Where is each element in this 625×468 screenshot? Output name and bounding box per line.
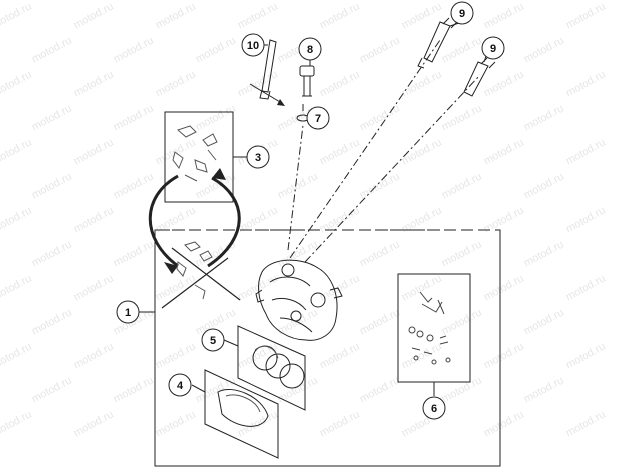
kit-6-contents xyxy=(408,291,451,365)
callout-9b-label: 9 xyxy=(490,43,496,55)
callout-9a-label: 9 xyxy=(459,8,465,20)
callouts: 1 3 4 5 6 7 8 9 9 10 xyxy=(116,1,505,420)
callout-10-label: 10 xyxy=(247,40,259,52)
inset-box-3 xyxy=(164,111,234,203)
bleeder-valve-8 xyxy=(299,65,315,97)
caliper-body xyxy=(255,259,343,341)
callout-6: 6 xyxy=(422,396,446,420)
callout-7-label: 7 xyxy=(315,113,321,125)
inset-3-drawing xyxy=(172,125,218,182)
callout-5-label: 5 xyxy=(210,335,216,347)
callout-6-label: 6 xyxy=(431,403,437,415)
callout-3: 3 xyxy=(246,145,270,169)
kit-box-6 xyxy=(397,273,471,383)
callout-1: 1 xyxy=(116,300,140,324)
callout-8: 8 xyxy=(298,37,322,61)
callout-1-label: 1 xyxy=(125,307,131,319)
callout-4: 4 xyxy=(168,373,192,397)
callout-9a: 9 xyxy=(450,1,474,25)
callout-4-label: 4 xyxy=(177,380,184,392)
callout-7: 7 xyxy=(306,106,330,130)
callout-9b: 9 xyxy=(481,36,505,60)
pads-set-4 xyxy=(204,369,279,459)
callout-10: 10 xyxy=(241,33,265,57)
rotation-arrow-right xyxy=(207,176,241,268)
callout-3-label: 3 xyxy=(255,152,261,164)
pads-set-5 xyxy=(237,325,306,411)
callout-5: 5 xyxy=(201,328,225,352)
cross-line-2 xyxy=(161,257,229,309)
pin-9-lower xyxy=(463,57,496,97)
crossed-out-part xyxy=(176,241,213,300)
callout-8-label: 8 xyxy=(307,44,313,56)
rotation-arrow-left xyxy=(148,174,179,268)
